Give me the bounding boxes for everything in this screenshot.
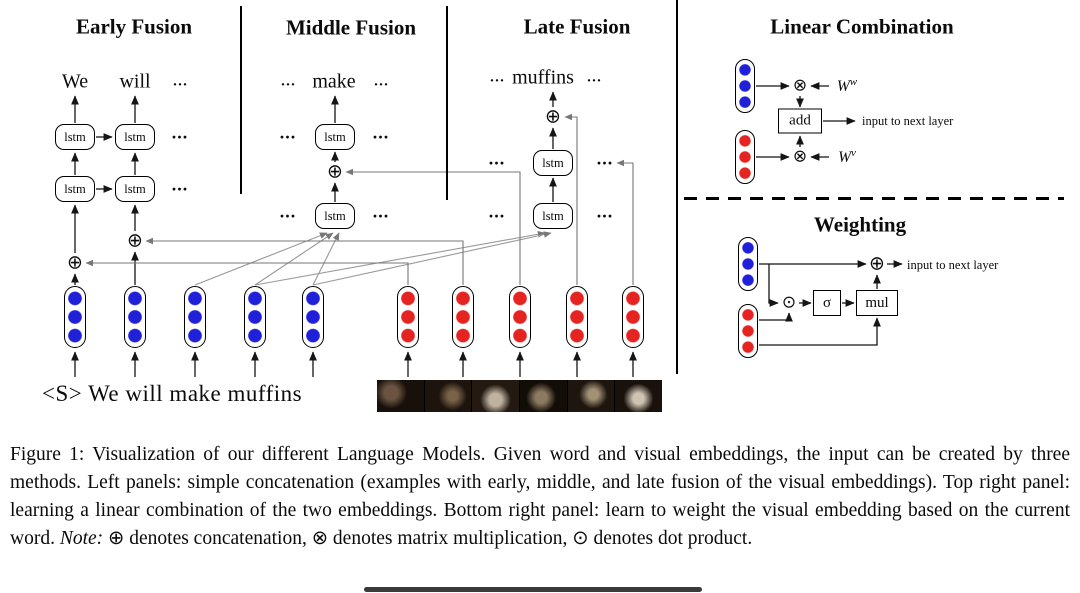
early-fusion-title: Early Fusion: [75, 14, 193, 39]
video-frame-thumbnail: [377, 380, 424, 412]
figure-caption: Figure 1: Visualization of our different…: [10, 441, 1070, 553]
continuation-dots: ...: [171, 174, 189, 195]
video-frame-thumbnail: [567, 380, 615, 412]
mul-box: mul: [856, 290, 898, 316]
linear-combination-title: Linear Combination: [770, 14, 954, 39]
late-fusion-title: Late Fusion: [523, 14, 631, 39]
continuation-dots: ...: [279, 122, 297, 143]
continuation-dots: ...: [372, 122, 390, 143]
word-label: make: [312, 70, 356, 93]
visual-embedding-vector: [622, 286, 644, 348]
word-embedding-vector: [184, 286, 206, 348]
matmul-op: ⊗: [792, 75, 808, 96]
word-label: ...: [280, 68, 296, 91]
visual-embedding-vector: [397, 286, 419, 348]
word-label: ...: [373, 68, 389, 91]
word-label: ...: [489, 64, 505, 87]
concat-op: ⊕: [127, 229, 143, 252]
panel-divider: [676, 0, 678, 374]
continuation-dots: ...: [372, 201, 390, 222]
caption-note-label: Note:: [59, 527, 104, 549]
lstm-cell: lstm: [315, 124, 355, 150]
visual-embedding-vector: [566, 286, 588, 348]
lstm-cell: lstm: [115, 176, 155, 202]
visual-embedding-vector: [509, 286, 531, 348]
word-embedding-vector: [738, 237, 758, 291]
word-label: muffins: [512, 66, 574, 89]
lstm-cell: lstm: [533, 150, 573, 176]
panel-divider: [240, 6, 242, 194]
next-layer-label: input to next layer: [907, 258, 999, 272]
concat-op: ⊕: [67, 251, 83, 274]
lstm-cell: lstm: [315, 203, 355, 229]
visual-embedding-vector: [452, 286, 474, 348]
continuation-dots: ...: [279, 201, 297, 222]
weighting-title: Weighting: [813, 212, 907, 237]
word-embedding-vector: [124, 286, 146, 348]
dashed-divider: [684, 197, 1064, 200]
middle-fusion-title: Middle Fusion: [285, 15, 417, 40]
lstm-cell: lstm: [115, 124, 155, 150]
connector-arrows: [71, 82, 903, 377]
video-frame-thumbnail: [615, 380, 663, 412]
sigma-box: σ: [813, 290, 841, 316]
figure-diagram: Early Fusion Middle Fusion Late Fusion L…: [42, 0, 1064, 412]
bottom-scrollbar-thumb[interactable]: [364, 587, 702, 592]
concat-op: ⊕: [545, 105, 561, 128]
word-label: We: [61, 70, 89, 93]
video-frame-thumbnail: [424, 380, 472, 412]
panel-divider: [446, 6, 448, 200]
caption-text: Figure 1: Visualization of our different…: [10, 444, 1070, 549]
concat-op: ⊕: [869, 252, 885, 275]
lstm-cell: lstm: [55, 176, 95, 202]
input-sentence: <S> We will make muffins: [42, 381, 303, 406]
word-label: ...: [586, 64, 602, 87]
caption-note-text: ⊕ denotes concatenation, ⊗ denotes matri…: [103, 527, 753, 549]
next-layer-label: input to next layer: [862, 114, 954, 128]
video-frame-thumbnail: [472, 380, 520, 412]
visual-embedding-vector: [738, 304, 758, 358]
continuation-dots: ...: [171, 122, 189, 143]
weight-matrix-word-label: Ww: [836, 75, 858, 96]
continuation-dots: ...: [596, 201, 614, 222]
word-embedding-vector: [64, 286, 86, 348]
dot-product-op: ⊙: [781, 292, 797, 313]
visual-embedding-vector: [735, 130, 755, 184]
video-frames-strip: [377, 380, 663, 412]
lstm-cell: lstm: [55, 124, 95, 150]
concat-op: ⊕: [327, 160, 343, 183]
add-box: add: [778, 108, 822, 134]
word-label: ...: [172, 68, 188, 91]
video-frame-thumbnail: [520, 380, 567, 412]
word-label: will: [119, 70, 151, 93]
lstm-cell: lstm: [533, 203, 573, 229]
weight-matrix-visual-label: Wv: [838, 146, 856, 167]
word-embedding-vector: [735, 59, 755, 113]
word-embedding-vector: [244, 286, 266, 348]
continuation-dots: ...: [596, 148, 614, 169]
word-embedding-vector: [302, 286, 324, 348]
continuation-dots: ...: [488, 148, 506, 169]
continuation-dots: ...: [488, 201, 506, 222]
matmul-op: ⊗: [792, 146, 808, 167]
